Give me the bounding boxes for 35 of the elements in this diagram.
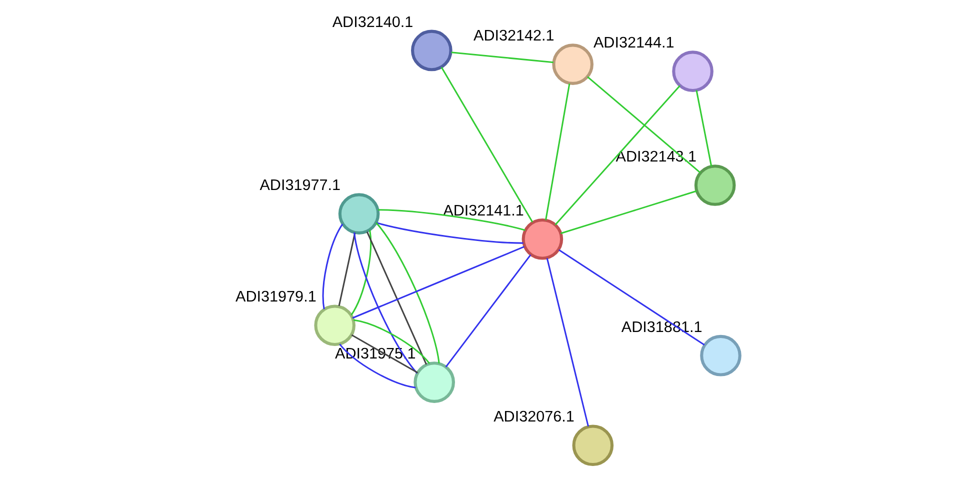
connector <box>375 222 440 364</box>
node-circle <box>521 218 563 260</box>
node-circle <box>552 44 593 85</box>
node-circle <box>694 164 736 206</box>
node-circle <box>314 304 355 346</box>
connector <box>554 85 680 226</box>
connector <box>352 246 524 319</box>
connector <box>450 52 553 64</box>
node-label: ADI31977.1 <box>259 177 340 194</box>
node-circle <box>410 30 452 72</box>
node-label: ADI32142.1 <box>473 28 554 45</box>
connector <box>350 230 372 316</box>
connector <box>440 66 533 223</box>
node-label: ADI31979.1 <box>235 288 316 306</box>
connector <box>353 232 418 374</box>
connector <box>338 232 356 306</box>
connector <box>560 190 696 234</box>
node-circle <box>672 50 713 92</box>
connector <box>444 254 531 368</box>
connector <box>546 258 589 427</box>
node-circle <box>700 334 741 376</box>
node-label: ADI32144.1 <box>592 34 674 52</box>
connector <box>695 90 712 167</box>
connector <box>586 76 700 174</box>
node-circle <box>572 424 614 466</box>
connector <box>558 249 704 346</box>
connector <box>544 84 570 220</box>
connector <box>322 224 343 310</box>
node-label: ADI32140.1 <box>332 14 413 31</box>
node-label: ADI32141.1 <box>442 202 524 220</box>
node-circle <box>338 193 380 234</box>
node-circle <box>413 362 454 403</box>
connector <box>378 209 525 231</box>
node-label: ADI32076.1 <box>493 408 574 426</box>
connector <box>376 222 523 244</box>
